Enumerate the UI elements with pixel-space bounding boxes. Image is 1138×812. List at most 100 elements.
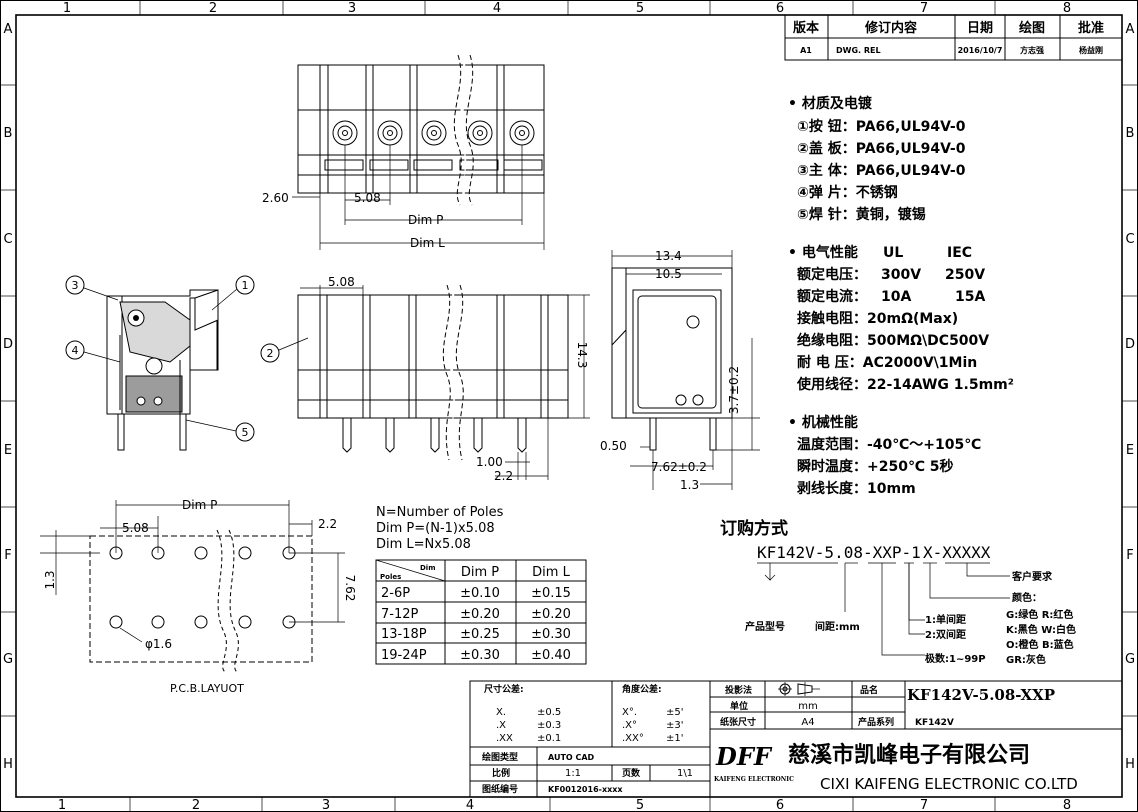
top-view: 2.60 5.08 Dim P Dim L [262, 54, 545, 250]
grid-row-h: H [3, 757, 13, 772]
tolerance-table: Dim Poles Dim P Dim L 2-6P ±0.10 ±0.15 7… [375, 559, 587, 665]
grid-row-e: E [4, 443, 12, 458]
title-block: 尺寸公差: 角度公差: X. ±0.5 .X ±0.3 .XX ±0.1 X°.… [469, 680, 1123, 798]
rated-voltage-iec: 250V [945, 267, 985, 283]
order-color-4: GR:灰色 [1006, 653, 1046, 666]
grid-row-h-r: H [1125, 757, 1135, 772]
right-dim-37: 3.7±0.2 [727, 366, 741, 414]
right-view: 13.4 10.5 3.7±0.2 0.50 7.62±0.2 1.3 [600, 249, 760, 492]
company-logo-text: DFF [715, 742, 773, 771]
std-ul: UL [883, 245, 903, 261]
pcb-dim-13: 1.3 [43, 570, 57, 589]
spec-materials: • 材质及电镀 ①按 钮：PA66,UL94V-0 ②盖 板：PA66,UL94… [788, 95, 966, 223]
material-3: ③主 体：PA66,UL94V-0 [797, 162, 966, 179]
pcb-dim-762: 7.62 [343, 575, 357, 602]
rev-drawn: 方志强 [1020, 45, 1044, 55]
rev-date: 2016/10/7 [958, 46, 1003, 55]
order-code-2: X-XXXXX [923, 543, 991, 562]
tol-row1-l: ±0.15 [531, 586, 571, 601]
pcb-hole-dim: φ1.6 [145, 637, 172, 651]
grid-row-a-r: A [1126, 22, 1135, 37]
tb-ang-x-val: ±5' [666, 707, 684, 718]
pcb-caption: P.C.B.LAYUOT [170, 682, 244, 695]
svg-text:1: 1 [242, 279, 249, 292]
order-opt2: 2:双间距 [925, 628, 966, 641]
material-1: ①按 钮：PA66,UL94V-0 [797, 118, 966, 135]
right-dim-105: 10.5 [655, 267, 682, 281]
temp-range: 温度范围：-40℃～+105℃ [797, 436, 981, 453]
tb-page-val: 1\1 [677, 768, 693, 779]
formula-line2: Dim P=(N-1)x5.08 [376, 521, 495, 536]
tb-paper-label: 纸张尺寸 [720, 716, 756, 728]
rated-current-iec: 15A [955, 289, 985, 305]
grid-col-5-b: 5 [636, 798, 644, 812]
grid-row-g: G [3, 652, 13, 667]
grid-col-bottom: 1 2 3 4 5 6 7 8 [58, 798, 1071, 812]
grid-col-4: 4 [493, 1, 501, 16]
side-callout-1: 1 [211, 275, 255, 311]
grid-col-top: 1 2 3 4 5 6 7 8 [63, 1, 1071, 16]
rev-header-drawn: 绘图 [1019, 20, 1045, 36]
grid-col-7: 7 [920, 1, 928, 16]
tb-ang-dx: .X° [622, 720, 637, 731]
side-callout-5: 5 [185, 419, 255, 442]
grid-row-b: B [4, 126, 13, 141]
tb-ang-dx-val: ±3' [666, 720, 684, 731]
company-name-en: CIXI KAIFENG ELECTRONIC CO.LTD [820, 775, 1078, 793]
tol-row3-p: ±0.25 [460, 627, 500, 642]
material-4: ④弹 片：不锈钢 [797, 184, 898, 201]
front-dim-143: 14.3 [575, 342, 589, 369]
company-logo: DFF KAIFENG ELECTRONIC [714, 742, 794, 783]
side-callout-4: 4 [65, 340, 121, 363]
tol-row2-poles: 7-12P [381, 607, 419, 622]
tb-tol-dxx-val: ±0.1 [537, 733, 561, 744]
right-dim-134: 13.4 [655, 249, 682, 263]
rated-current-label: 额定电流： [797, 288, 867, 305]
tb-scale-val: 1:1 [565, 768, 581, 779]
tol-row4-poles: 19-24P [381, 648, 427, 663]
tol-row1-p: ±0.10 [460, 586, 500, 601]
tol-row3-poles: 13-18P [381, 627, 427, 642]
tol-corner-dim: Dim [420, 564, 436, 572]
right-dim-13: 1.3 [680, 478, 699, 492]
tb-ang-dxx-val: ±1' [666, 733, 684, 744]
right-dim-050: 0.50 [600, 439, 627, 453]
tb-tool-label: 绘图类型 [482, 751, 518, 763]
tb-dwg-label: 图纸编号 [482, 783, 518, 795]
materials-title: • 材质及电镀 [788, 95, 873, 112]
order-series: 产品型号 [745, 620, 785, 633]
pcb-layout: Dim P 5.08 2.2 1.3 7.62 φ1.6 P.C.B.LAYUO… [40, 498, 357, 695]
top-dim-508: 5.08 [354, 191, 381, 205]
tb-tool-val: AUTO CAD [548, 753, 595, 762]
svg-text:5: 5 [242, 426, 249, 439]
rev-header-version: 版本 [793, 20, 819, 36]
insulation-resistance: 绝缘电阻：500MΩ\DC500V [797, 332, 989, 349]
rev-header-date: 日期 [967, 21, 993, 36]
tb-tol-dx: .X [496, 720, 506, 731]
tb-tol-title: 尺寸公差: [484, 683, 524, 695]
order-poles: 极数:1~99P [925, 652, 986, 665]
ordering-info: 订购方式 KF142V-5.08-XXP-1 X-XXXXX 产品型号 间距:m… [720, 518, 1076, 666]
svg-text:2: 2 [267, 347, 274, 360]
formula-line1: N=Number of Poles [376, 505, 504, 520]
tb-ang-title: 角度公差: [622, 683, 662, 695]
rev-approved: 杨益刚 [1079, 45, 1103, 55]
tb-tol-dxx: .XX [496, 733, 513, 744]
pole-formula: N=Number of Poles Dim P=(N-1)x5.08 Dim L… [376, 505, 504, 552]
rated-current-ul: 10A [881, 289, 911, 305]
grid-col-2-b: 2 [192, 798, 200, 812]
front-callout-2: 2 [260, 337, 309, 363]
grid-col-1: 1 [63, 1, 71, 16]
rated-voltage-ul: 300V [881, 267, 921, 283]
tb-name-label: 品名 [860, 684, 878, 696]
front-view: 5.08 14.3 1.00 2.2 2 [260, 275, 590, 483]
tb-ang-dxx: .XX° [622, 733, 644, 744]
tol-row4-p: ±0.30 [460, 648, 500, 663]
tol-header-p: Dim P [461, 565, 499, 580]
peak-temp: 瞬时温度：+250℃ 5秒 [797, 458, 954, 475]
order-color-2: K:黑色 W:白色 [1006, 623, 1076, 636]
spec-electrical: • 电气性能 UL IEC 额定电压： 300V 250V 额定电流： 10A … [788, 244, 1014, 393]
tb-scale-label: 比例 [492, 767, 510, 779]
